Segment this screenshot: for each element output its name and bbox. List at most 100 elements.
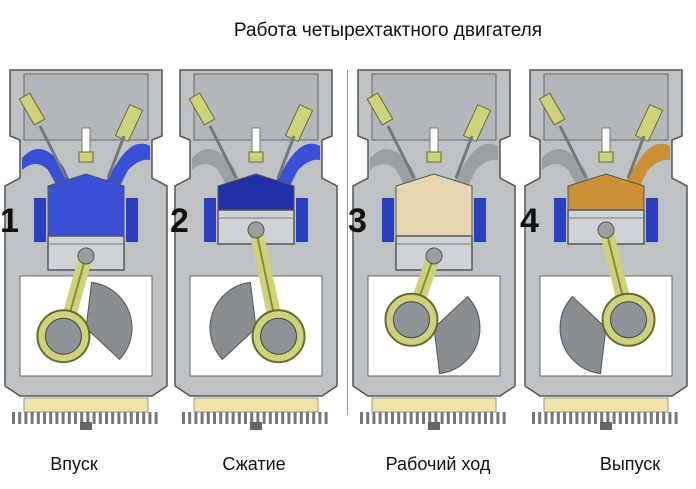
crank-journal <box>260 317 298 355</box>
cooling-fin <box>465 412 469 424</box>
cooling-fin <box>154 412 158 424</box>
intake-valve <box>18 92 46 126</box>
cooling-fin <box>231 412 235 424</box>
cooling-fin <box>662 412 666 424</box>
spark-plug-base <box>426 151 442 163</box>
stroke-label-intake: Впуск <box>50 454 98 474</box>
cylinder-wall-left <box>34 198 46 242</box>
cooling-fin <box>30 412 34 424</box>
crank-counterweight <box>209 281 257 361</box>
cooling-fin <box>484 412 487 424</box>
cooling-fin <box>606 412 610 424</box>
cooling-fin <box>422 412 425 424</box>
cooling-fin <box>256 412 260 424</box>
drain-plug <box>250 422 262 430</box>
cylinder-wall-right <box>126 198 138 242</box>
oil-sump <box>23 397 149 413</box>
cooling-fin <box>67 412 71 424</box>
stroke-number: 4 <box>520 202 539 240</box>
cooling-fin <box>111 412 115 424</box>
oil-sump <box>371 397 497 413</box>
cooling-fin <box>213 412 216 424</box>
diagram-title: Работа четырехтактного двигателя <box>233 20 543 41</box>
cooling-fin <box>397 412 401 424</box>
cooling-fin <box>656 412 659 424</box>
spark-plug <box>601 127 611 155</box>
cooling-fin <box>250 412 254 424</box>
cooling-fin <box>105 412 108 424</box>
combustion-chamber <box>47 173 125 237</box>
cooling-fin <box>148 412 152 424</box>
spark-plug-base <box>78 151 94 163</box>
stroke-panel-exhaust: 4 <box>520 66 690 446</box>
cooling-fin <box>36 412 40 424</box>
cooling-fin <box>206 412 210 424</box>
cooling-fin <box>502 412 506 424</box>
exhaust-valve-stem <box>106 135 126 179</box>
cylinder-wall-left <box>382 198 394 242</box>
cooling-fin <box>366 412 370 424</box>
cooling-fin <box>98 412 102 424</box>
cooling-fin <box>194 412 198 424</box>
cooling-fin <box>403 412 407 424</box>
cooling-fin <box>281 412 285 424</box>
drain-plug <box>80 422 92 430</box>
cooling-fin <box>532 412 535 424</box>
cooling-fin <box>409 412 413 424</box>
stroke-panel-power: 3 <box>348 66 518 446</box>
crank-journal <box>44 317 82 355</box>
piston-pin <box>247 221 265 239</box>
cooling-fin <box>440 412 444 424</box>
cooling-fin <box>459 412 463 424</box>
cooling-fin <box>80 412 84 424</box>
cooling-fin <box>268 412 272 424</box>
cooling-fin <box>453 412 456 424</box>
exhaust-port <box>104 143 150 186</box>
stroke-label-exhaust: Выпуск <box>599 454 661 474</box>
crank-counterweight <box>433 295 481 375</box>
cooling-fin <box>575 412 579 424</box>
cooling-fin <box>631 412 635 424</box>
exhaust-valve-stem <box>626 135 646 179</box>
drain-plug <box>600 422 612 430</box>
cooling-fin <box>428 412 432 424</box>
cooling-fin <box>188 412 192 424</box>
cooling-fin <box>668 412 672 424</box>
cooling-fin <box>612 412 616 424</box>
exhaust-valve-stem <box>276 135 296 179</box>
spark-plug-base <box>248 151 264 163</box>
intake-port <box>370 149 420 188</box>
cooling-fin <box>49 412 53 424</box>
cooling-fin <box>471 412 475 424</box>
cooling-fin <box>61 412 65 424</box>
engine-compression-illustration <box>174 69 338 430</box>
cooling-fin <box>86 412 90 424</box>
piston-pin <box>77 247 95 265</box>
intake-valve-stem <box>208 125 238 179</box>
stroke-label-power: Рабочий ход <box>385 454 491 474</box>
oil-sump <box>193 397 319 413</box>
cooling-fin <box>312 412 316 424</box>
cooling-fin <box>600 412 604 424</box>
cooling-fin <box>12 412 15 424</box>
crank-counterweight <box>85 281 133 361</box>
crank-journal <box>610 301 648 339</box>
cooling-fin <box>182 412 185 424</box>
cooling-fin <box>55 412 59 424</box>
cooling-fin <box>129 412 133 424</box>
spark-plug <box>251 127 261 155</box>
cooling-fin <box>123 412 127 424</box>
cylinder-wall-left <box>204 198 216 242</box>
cooling-fin <box>74 412 77 424</box>
cylinder-wall-right <box>296 198 308 242</box>
engine-intake-illustration <box>4 69 168 430</box>
cylinder-wall-left <box>554 198 566 242</box>
cooling-fin <box>287 412 291 424</box>
cooling-fin <box>643 412 647 424</box>
stroke-number: 1 <box>0 202 19 240</box>
intake-valve-stem <box>38 125 68 179</box>
intake-valve <box>366 92 394 126</box>
drain-plug <box>428 422 440 430</box>
combustion-chamber <box>395 173 473 237</box>
cooling-fin <box>496 412 500 424</box>
